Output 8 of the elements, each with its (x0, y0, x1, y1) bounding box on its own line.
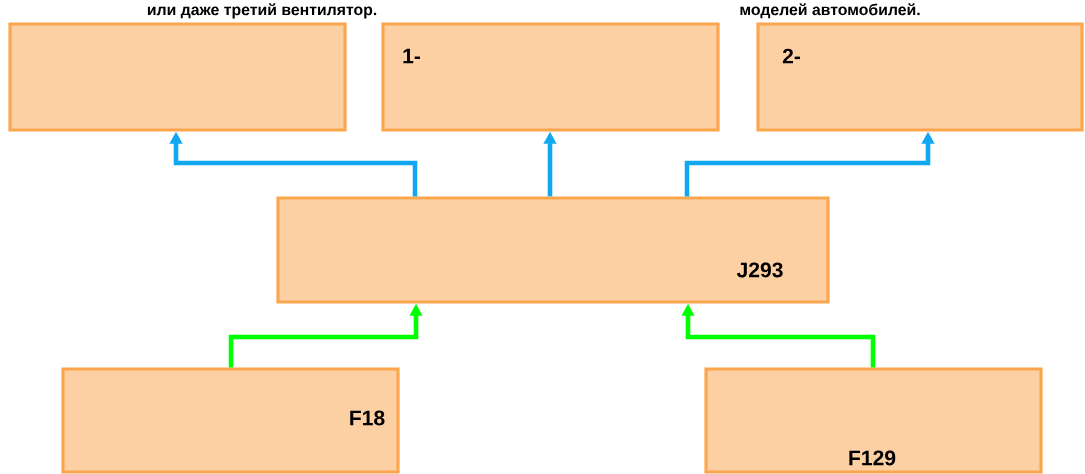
process-box: 2- (756, 22, 1084, 132)
process-box: F129 (704, 367, 1043, 474)
process-box: F18 (61, 367, 400, 474)
process-box: J293 (276, 196, 830, 304)
process-box (8, 22, 347, 132)
note-text: или даже третий вентилятор. (147, 3, 377, 19)
process-box: 1- (381, 22, 720, 132)
note-text: моделей автомобилей. (740, 3, 920, 19)
